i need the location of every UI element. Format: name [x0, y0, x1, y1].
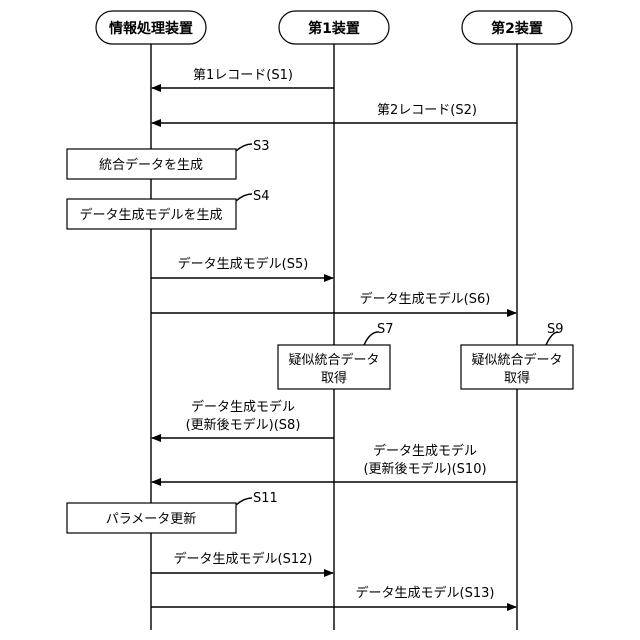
message-label-s12: データ生成モデル(S12) [174, 551, 313, 567]
process-text-s7-line2: 取得 [321, 370, 347, 386]
message-label-s6: データ生成モデル(S6) [360, 291, 491, 307]
step-callout-s4 [236, 194, 252, 201]
process-text-s7-line1: 疑似統合データ [288, 352, 379, 368]
participant-device-1-label: 第1装置 [308, 20, 360, 37]
message-label-s13: データ生成モデル(S13) [356, 585, 495, 601]
step-label-s11: S11 [253, 491, 278, 506]
step-callout-s11 [236, 498, 252, 505]
message-label-s8-line1: データ生成モデル [191, 399, 295, 415]
process-text-s4: データ生成モデルを生成 [79, 207, 222, 223]
message-label-s5: データ生成モデル(S5) [178, 256, 309, 272]
message-label-s8-line2: (更新後モデル)(S8) [186, 417, 301, 433]
process-text-s11: パラメータ更新 [106, 511, 197, 527]
step-callout-s3 [236, 144, 252, 151]
step-callout-s7 [364, 332, 378, 345]
message-label-s1: 第1レコード(S1) [193, 68, 293, 83]
participant-device-2-label: 第2装置 [491, 20, 543, 37]
process-text-s9-line1: 疑似統合データ [471, 352, 562, 368]
message-label-s10-line2: (更新後モデル)(S10) [363, 461, 486, 477]
step-label-s7: S7 [377, 322, 394, 337]
message-label-s2: 第2レコード(S2) [377, 103, 477, 118]
step-label-s4: S4 [253, 189, 270, 204]
step-label-s3: S3 [253, 139, 270, 154]
step-label-s9: S9 [547, 322, 564, 337]
process-text-s3: 統合データを生成 [99, 157, 203, 173]
process-text-s9-line2: 取得 [504, 370, 530, 386]
participant-info-processing-label: 情報処理装置 [109, 20, 193, 37]
message-label-s10-line1: データ生成モデル [373, 443, 477, 459]
